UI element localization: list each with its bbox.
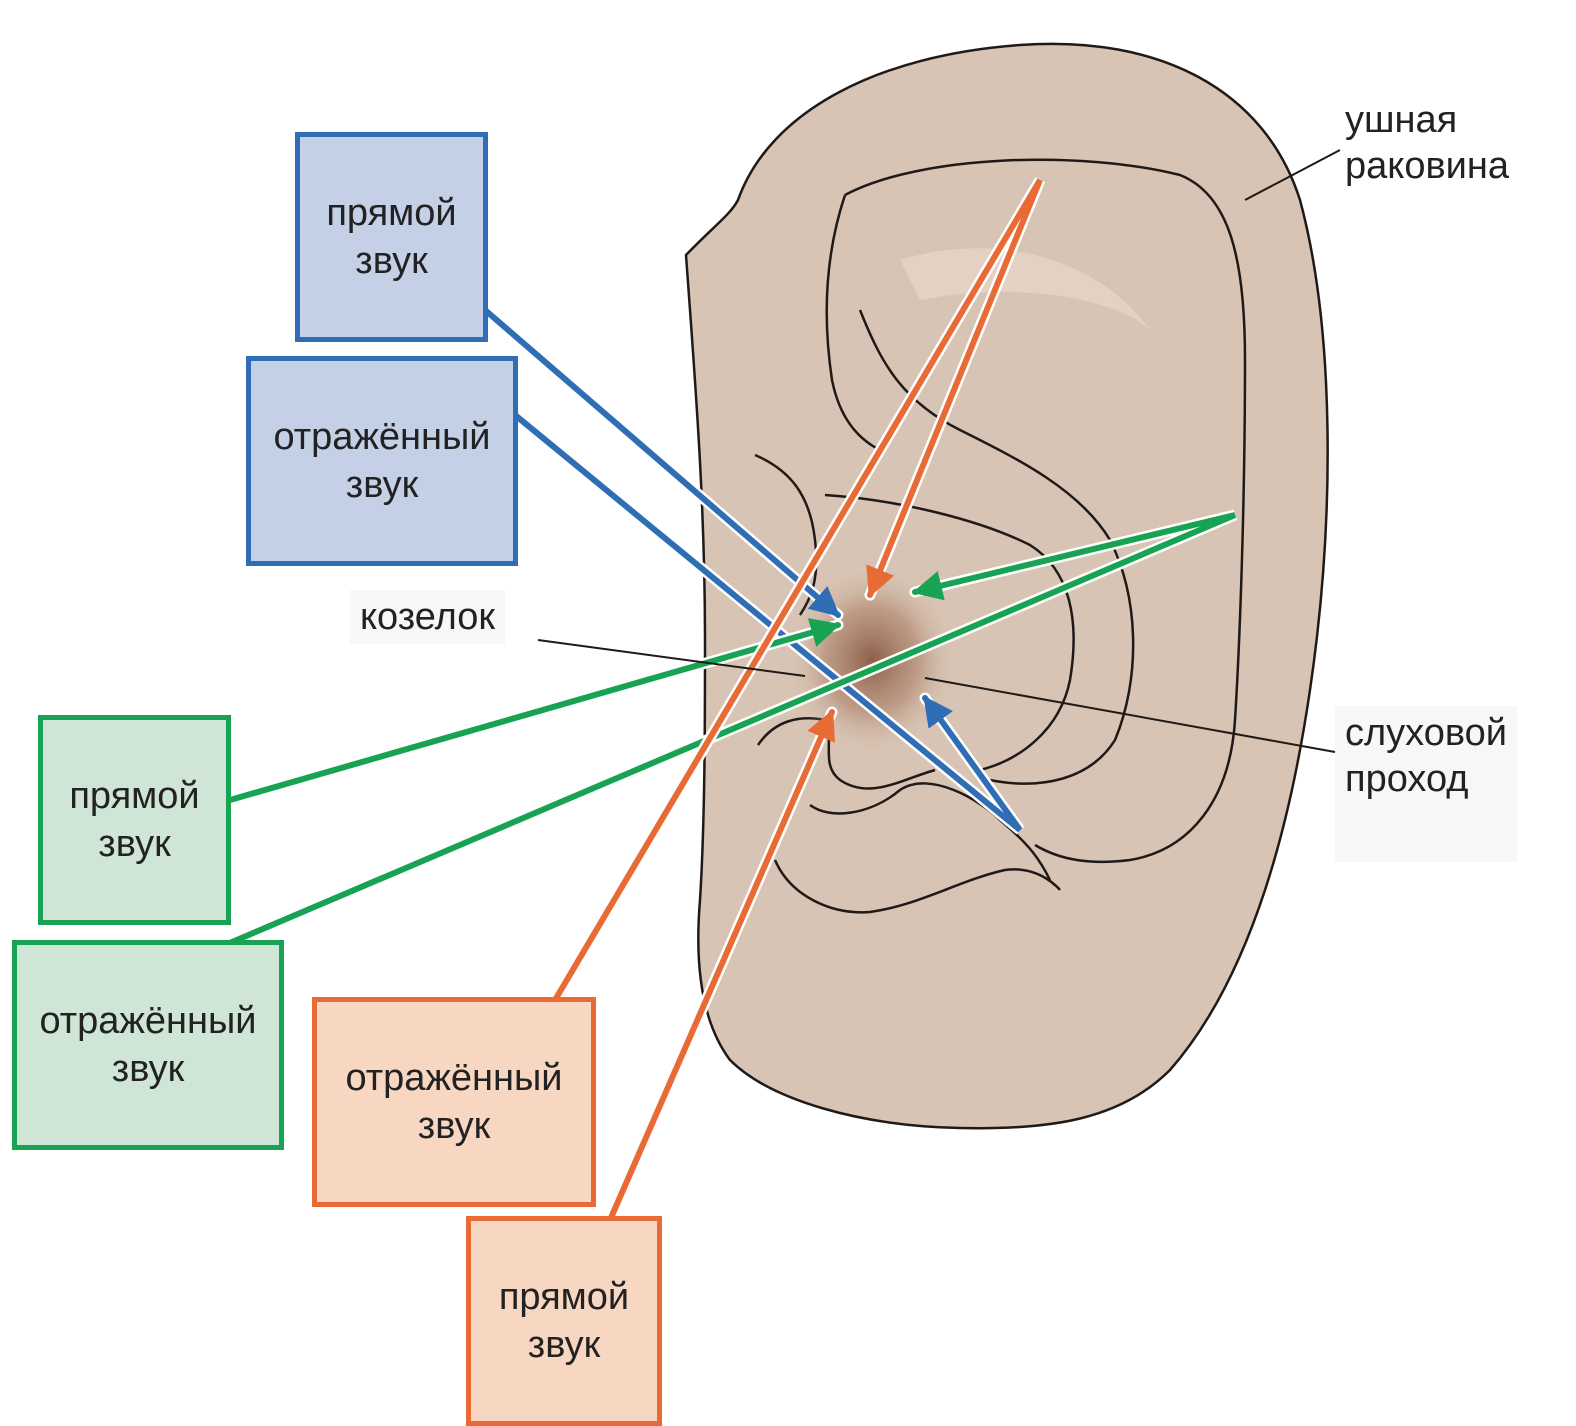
blue-direct-sound-box: прямой звук [295,132,488,342]
box-line-2: звук [418,1102,490,1150]
box-line-2: звук [355,237,427,285]
label-line-2: проход [1345,756,1507,802]
green-reflected-sound-box: отражённый звук [12,940,284,1150]
green-direct-sound-box: прямой звук [38,715,231,925]
box-line-1: отражённый [345,1054,562,1102]
box-line-2: звук [346,461,418,509]
box-line-1: прямой [69,772,199,820]
label-line-1: козелок [360,594,495,640]
ear-canal-label: слуховой проход [1335,706,1517,862]
pinna-shape [686,44,1328,1128]
label-line-2: раковина [1345,143,1509,189]
box-line-1: прямой [499,1273,629,1321]
box-line-2: звук [528,1321,600,1369]
tragus-label: козелок [350,590,505,644]
orange-reflected-sound-box: отражённый звук [312,997,596,1207]
label-line-1: ушная [1345,97,1509,143]
box-line-2: звук [98,820,170,868]
label-line-1: слуховой [1345,710,1507,756]
orange-direct-sound-box: прямой звук [466,1216,662,1426]
box-line-1: отражённый [39,997,256,1045]
box-line-1: прямой [326,189,456,237]
blue-reflected-sound-box: отражённый звук [246,356,518,566]
ear-illustration [686,44,1328,1128]
box-line-1: отражённый [273,413,490,461]
box-line-2: звук [112,1045,184,1093]
pinna-label: ушная раковина [1345,97,1509,189]
